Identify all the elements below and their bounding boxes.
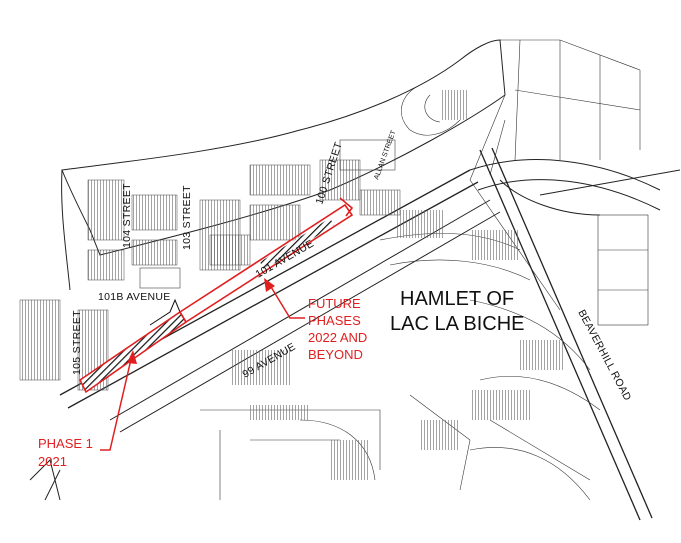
southeast-residential: [379, 210, 601, 501]
street-label-103-street: 103 STREET: [181, 185, 193, 250]
future-phases-label-line-4: BEYOND: [308, 347, 363, 362]
beaverhill-road: [479, 147, 653, 521]
north-cul-de-sacs: [401, 84, 468, 136]
phase-1-notch: [149, 298, 181, 326]
southwest-marks: [29, 459, 61, 501]
central-residential-grid: [209, 139, 401, 266]
future-phases-leader-arrow: [264, 278, 305, 319]
northeast-parcels: [469, 39, 641, 311]
street-label-104-street: 104 STREET: [121, 183, 133, 248]
lake-edge-west: [61, 169, 71, 291]
future-phases-outline: [178, 203, 354, 324]
phase-1-leader-arrow: [100, 350, 137, 451]
east-arc-roads: [469, 159, 681, 216]
phase-1-label-line-1: PHASE 1: [38, 436, 93, 451]
street-label-101b-avenue: 101B AVENUE: [98, 291, 171, 303]
map-title-line-1: HAMLET OF: [400, 288, 514, 310]
street-label-beaverhill-road: BEAVERHILL ROAD: [575, 308, 633, 403]
west-residential-grid: [19, 179, 241, 391]
future-phases-hatch-segment: [260, 218, 334, 270]
south-residential: [200, 350, 471, 500]
street-label-105-street: 105 STREET: [71, 310, 83, 375]
future-phases-label-line-1: FUTURE: [308, 296, 361, 311]
east-school-block: [597, 214, 649, 326]
future-phases-extension: [339, 197, 354, 217]
future-phases-label-line-2: PHASES: [308, 313, 361, 328]
future-phases-label-line-3: 2022 AND: [308, 330, 367, 345]
street-label-allan-street: ALLAN STREET: [373, 129, 398, 181]
phase-1-label-line-2: 2021: [38, 454, 67, 469]
map-title-line-2: LAC LA BICHE: [390, 313, 525, 335]
